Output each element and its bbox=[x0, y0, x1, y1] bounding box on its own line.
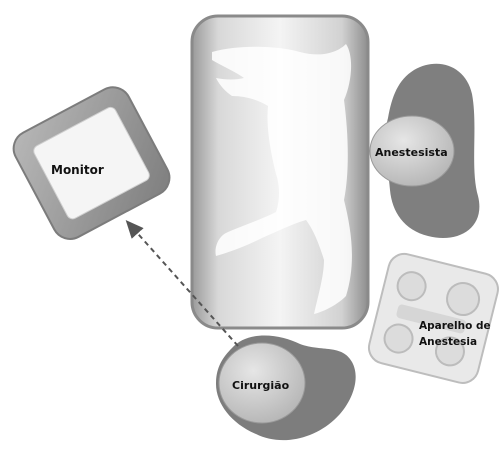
operating-table bbox=[192, 16, 368, 328]
monitor-group: Monitor bbox=[7, 81, 175, 245]
anesthesia-machine-label-line1: Aparelho de bbox=[419, 320, 491, 332]
surgeon-label: Cirurgião bbox=[232, 379, 290, 392]
anesthetist-group: Anestesista bbox=[370, 64, 479, 238]
anesthetist-label: Anestesista bbox=[375, 146, 448, 159]
surgeon-group: Cirurgião bbox=[216, 336, 356, 441]
monitor-label: Monitor bbox=[51, 163, 104, 177]
anesthesia-machine-label-line2: Anestesia bbox=[419, 336, 477, 348]
anesthesia-machine-group: Aparelho de Anestesia bbox=[366, 251, 499, 387]
